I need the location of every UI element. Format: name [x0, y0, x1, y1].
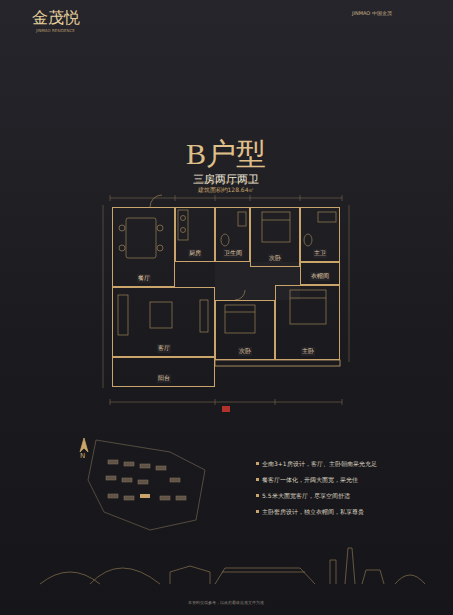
room-name: 餐厅	[137, 274, 151, 283]
room-box: 厨房	[175, 207, 215, 262]
room-name: 厨房	[188, 249, 202, 258]
room-box: 次卧	[215, 300, 275, 360]
feature-note: 全南3+1房设计，客厅、主卧朝南采光充足	[262, 460, 377, 469]
developer-brand: JINMAO 中国金茂	[352, 10, 392, 16]
room-box: 次卧	[250, 207, 300, 267]
room-name: 主卧	[301, 347, 315, 356]
area-note: 建筑面积约128.64㎡	[198, 186, 255, 195]
room-box: 餐厅	[112, 207, 175, 287]
room-name: 次卧	[238, 347, 252, 356]
plan-title: B户型	[186, 134, 266, 175]
room-box: 主卫	[300, 207, 340, 262]
room-name: 衣帽间	[310, 272, 330, 281]
feature-note: 主卧套房设计，独立衣帽间，私享尊贵	[262, 508, 364, 517]
room-name: 客厅	[157, 344, 171, 353]
room-name: 卫生间	[223, 249, 243, 258]
room-box: 阳台	[112, 357, 215, 387]
feature-note: 餐客厅一体化，开阔大面宽，采光佳	[262, 476, 358, 485]
room-name: 主卫	[313, 249, 327, 258]
room-box: 客厅	[112, 287, 215, 357]
room-name: 次卧	[268, 254, 282, 263]
room-box: 主卧	[275, 285, 340, 360]
brand-logo: 金茂悦	[32, 8, 80, 29]
feature-note: 5.5米大面宽客厅，尽享空间舒适	[262, 492, 350, 501]
disclaimer: 本资料仅供参考，以政府最终批准文件为准	[188, 600, 264, 605]
layout-subtitle: 三房两厅两卫	[193, 172, 259, 187]
room-box: 衣帽间	[300, 262, 340, 285]
compass-north: N	[80, 452, 85, 460]
room-box: 卫生间	[215, 207, 250, 262]
room-name: 阳台	[157, 374, 171, 383]
brand-subtitle: JINMAO RESIDENCE	[36, 28, 75, 33]
